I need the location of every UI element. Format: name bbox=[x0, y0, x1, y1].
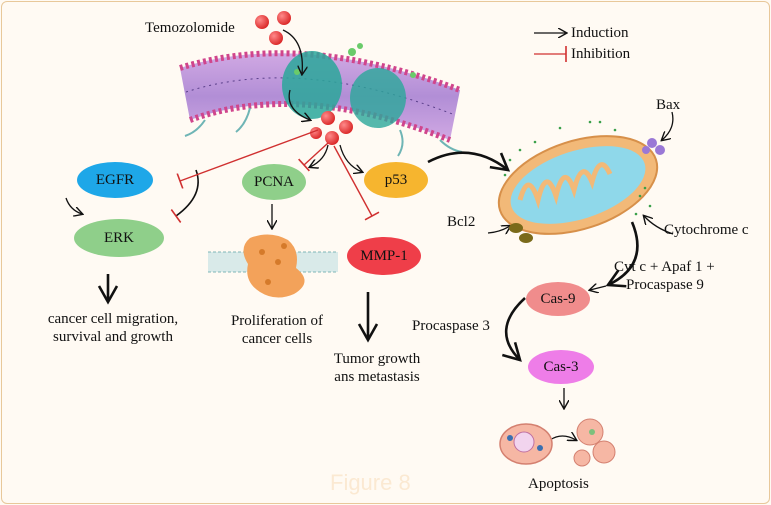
migration-line1: cancer cell migration, bbox=[47, 311, 179, 327]
cyt-apaf-label: Cyt c + Apaf 1 + Procaspase 9 bbox=[614, 258, 715, 294]
temozolomide-molecules bbox=[255, 11, 353, 145]
mmp1-node: MMP-1 bbox=[347, 237, 421, 275]
mitochondrion bbox=[497, 120, 665, 243]
inhibition-arrows bbox=[176, 129, 380, 221]
legend-lines bbox=[534, 33, 566, 62]
legend-induction-label: Induction bbox=[571, 25, 629, 41]
bcl2-label: Bcl2 bbox=[447, 214, 476, 230]
pcna-node: PCNA bbox=[242, 164, 306, 200]
prolif-line2: cancer cells bbox=[241, 331, 313, 347]
erk-node: ERK bbox=[74, 219, 164, 257]
cell-membrane bbox=[179, 43, 463, 157]
cas3-node: Cas-3 bbox=[528, 350, 594, 384]
egfr-node: EGFR bbox=[77, 162, 153, 198]
procaspase3-label: Procaspase 3 bbox=[412, 318, 490, 334]
cas9-node: Cas-9 bbox=[526, 282, 590, 316]
apoptosis-label: Apoptosis bbox=[528, 476, 589, 492]
tumor-line2: ans metastasis bbox=[334, 369, 420, 385]
induction-arrows bbox=[65, 29, 674, 440]
cytochrome-label: Cytochrome c bbox=[664, 222, 749, 238]
p53-node: p53 bbox=[364, 162, 428, 198]
migration-label: cancer cell migration, survival and grow… bbox=[22, 310, 204, 346]
figure-watermark: Figure 8 bbox=[330, 470, 411, 495]
migration-line2: survival and growth bbox=[53, 329, 173, 345]
tumor-label: Tumor growth ans metastasis bbox=[324, 350, 430, 386]
drug-label: Temozolomide bbox=[145, 20, 235, 36]
cyt-line2: Procaspase 9 bbox=[626, 277, 704, 293]
proliferation-label: Proliferation of cancer cells bbox=[222, 312, 332, 348]
big-arrows bbox=[97, 151, 639, 362]
cyt-line1: Cyt c + Apaf 1 + bbox=[614, 259, 715, 275]
legend-inhibition-label: Inhibition bbox=[571, 46, 631, 62]
apoptosis-illustration bbox=[499, 418, 616, 467]
tumor-line1: Tumor growth bbox=[333, 351, 421, 367]
bax-label: Bax bbox=[656, 97, 681, 113]
prolif-line1: Proliferation of bbox=[230, 313, 324, 329]
proliferation-illustration bbox=[208, 234, 338, 298]
